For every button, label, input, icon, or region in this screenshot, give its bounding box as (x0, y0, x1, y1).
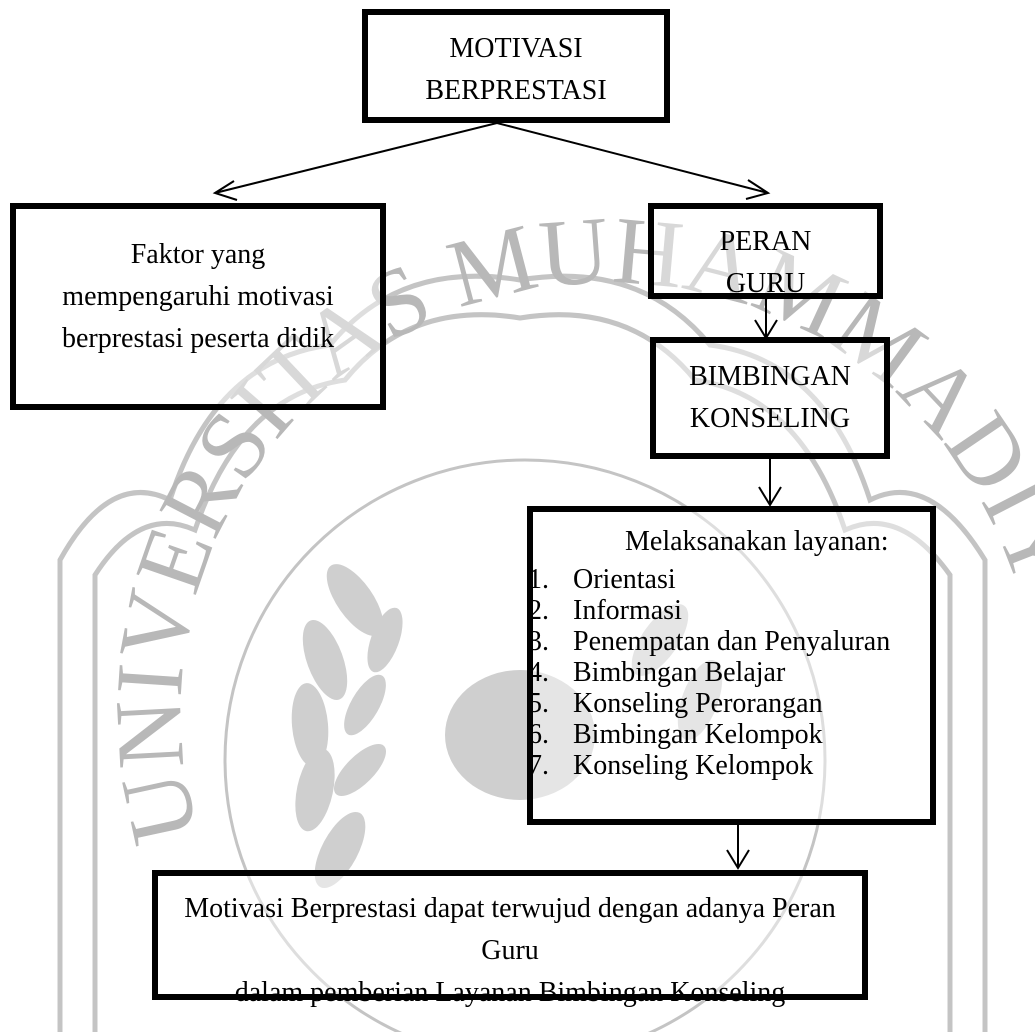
layanan-list: 1. Orientasi 2. Informasi 3. Penempatan dan P… (528, 564, 890, 781)
motivasi-berprestasi-box: MOTIVASI BERPRESTASI (362, 9, 670, 123)
arrowhead-kesimpulan (726, 849, 750, 870)
layanan-item: 2. Informasi (528, 595, 890, 626)
wheat-wreath-emblem (291, 564, 723, 889)
layanan-item-number: 2. (528, 595, 549, 626)
kesimpulan-box: Motivasi Berprestasi dapat terwujud deng… (152, 870, 868, 1008)
arrowhead-faktor (212, 180, 238, 201)
layanan-item-number: 3. (528, 626, 549, 657)
seal-outline (57, 273, 988, 1032)
layanan-item: 3. Penempatan dan Penyaluran (528, 626, 890, 657)
layanan-item: 6. Bimbingan Kelompok (528, 719, 890, 750)
bimbingan-konseling-box: BIMBINGAN KONSELING (650, 337, 890, 459)
layanan-box: Melaksanakan layanan: 1. Orientasi 2. Infor… (527, 506, 936, 825)
layanan-item: 4. Bimbingan Belajar (528, 657, 890, 688)
layanan-item-text: Penempatan dan Penyaluran (573, 626, 891, 657)
layanan-item-number: 6. (528, 719, 549, 750)
connector-motivasi-to-peran-guru (496, 122, 769, 194)
layanan-item-number: 1. (528, 564, 549, 595)
layanan-item-number: 4. (528, 657, 549, 688)
layanan-item-number: 5. (528, 688, 549, 719)
layanan-item-text: Konseling Perorangan (573, 688, 823, 719)
layanan-item: 7. Konseling Kelompok (528, 750, 890, 781)
layanan-item: 5. Konseling Perorangan (528, 688, 890, 719)
bimbingan-konseling-label: BIMBINGAN KONSELING (689, 361, 851, 434)
layanan-heading: Melaksanakan layanan: (625, 526, 889, 557)
motivasi-berprestasi-label: MOTIVASI BERPRESTASI (425, 33, 607, 106)
connector-motivasi-to-faktor (214, 122, 498, 194)
kesimpulan-label: Motivasi Berprestasi dapat terwujud deng… (184, 893, 836, 1008)
layanan-item-text: Orientasi (573, 564, 676, 595)
layanan-item-text: Bimbingan Belajar (573, 657, 786, 688)
layanan-item-number: 7. (528, 750, 549, 781)
faktor-label: Faktor yang mempengaruhi motivasi berpre… (61, 239, 335, 354)
layanan-item-text: Informasi (573, 595, 682, 626)
layanan-item: 1. Orientasi (528, 564, 890, 595)
arrowhead-layanan (758, 486, 782, 507)
peran-guru-box: PERAN GURU (648, 203, 883, 299)
layanan-item-text: Konseling Kelompok (573, 750, 814, 781)
faktor-box: Faktor yang mempengaruhi motivasi berpre… (10, 203, 386, 410)
arrowhead-peran-guru (745, 179, 771, 200)
peran-guru-label: PERAN GURU (719, 226, 812, 299)
layanan-item-text: Bimbingan Kelompok (573, 719, 823, 750)
